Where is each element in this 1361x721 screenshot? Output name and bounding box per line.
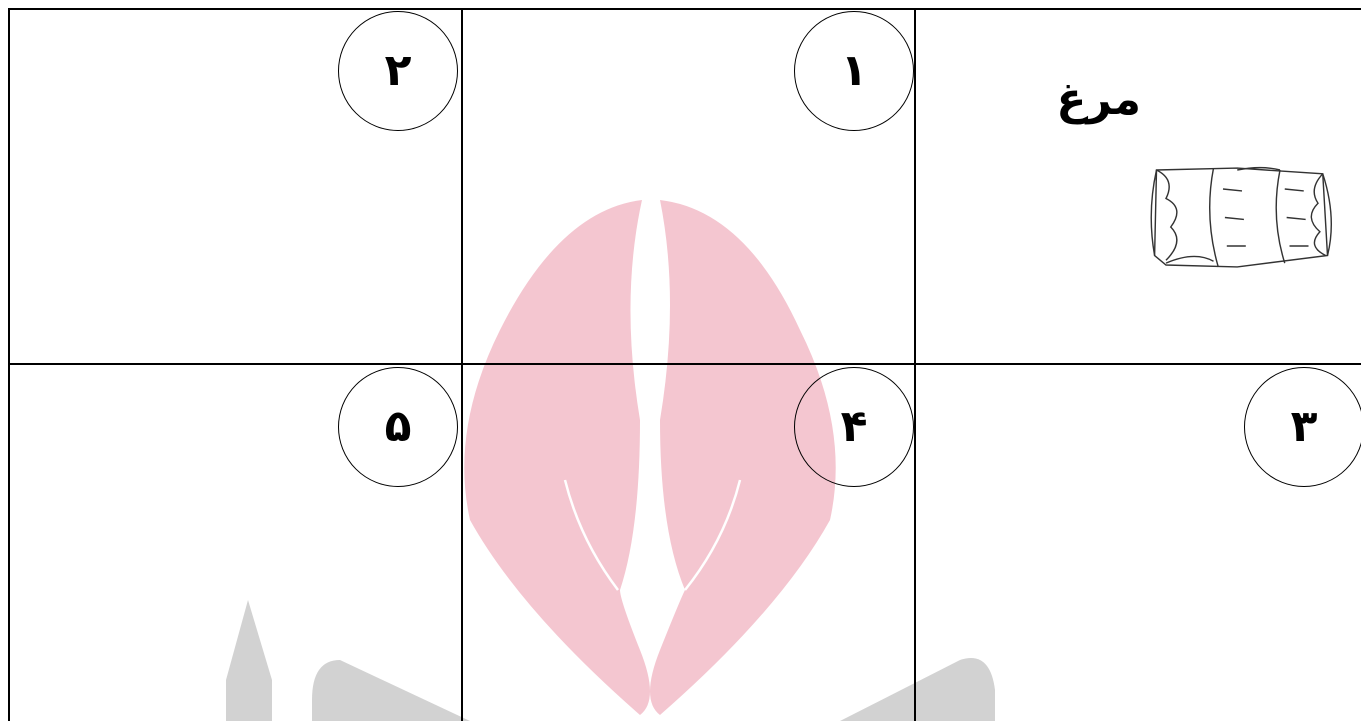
cell-3-word: مرغ: [914, 8, 1361, 363]
number-badge: ۱: [794, 11, 914, 131]
cell-4: ۴: [461, 364, 914, 721]
puzzle-grid: ۲ ۱ مرغ ۵ ۴ ۳: [8, 8, 1361, 721]
number-badge: ۳: [1244, 367, 1361, 487]
number-badge: ۲: [338, 11, 458, 131]
word-label: مرغ: [1056, 74, 1141, 125]
cell-3: ۳: [914, 364, 1361, 721]
hay-bale-illustration: [1147, 160, 1337, 275]
cell-1: ۱: [461, 8, 914, 363]
cell-2: ۲: [8, 8, 461, 363]
cell-5: ۵: [8, 364, 461, 721]
number-badge: ۴: [794, 367, 914, 487]
number-badge: ۵: [338, 367, 458, 487]
